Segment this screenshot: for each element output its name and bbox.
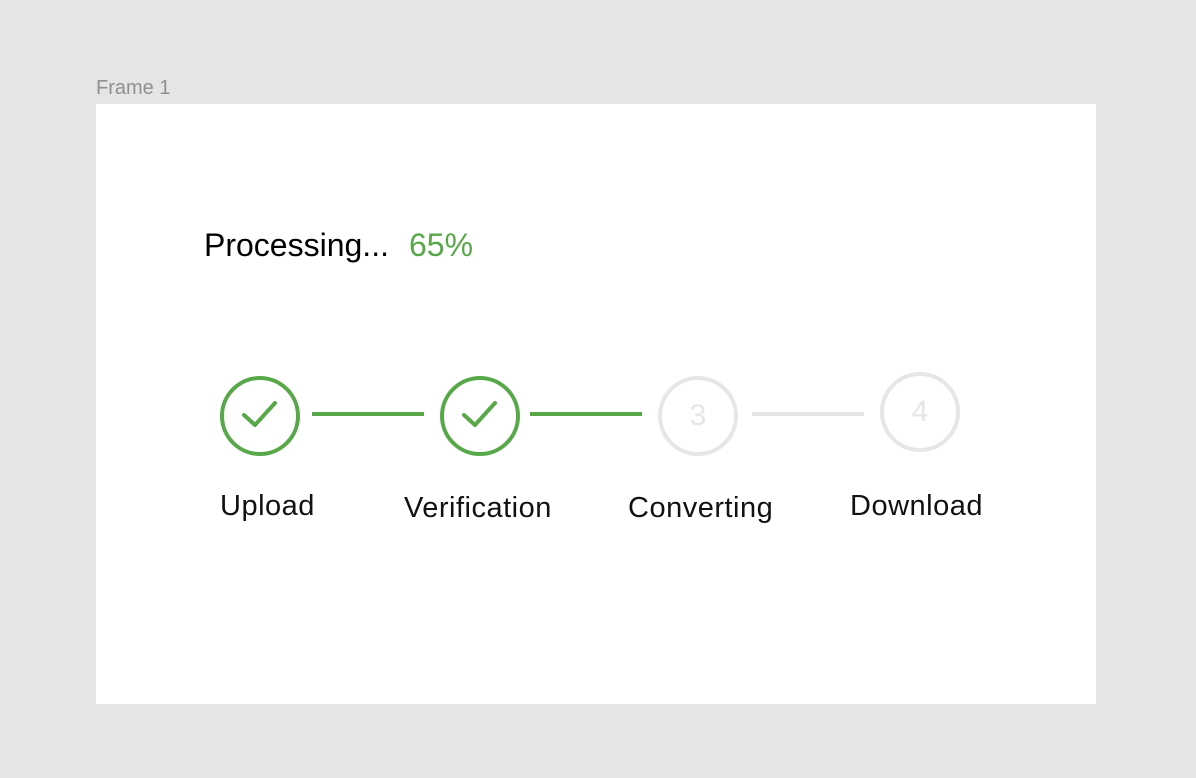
progress-status-text: Processing...	[204, 226, 389, 263]
step-3-number: 3	[689, 399, 707, 432]
step-4-number: 4	[911, 395, 929, 428]
check-icon	[242, 401, 277, 427]
frame: Processing... 65% 3 4 Upload Verificat	[96, 104, 1096, 704]
progress-percent: 65%	[408, 226, 474, 263]
step-label-converting: Converting	[628, 492, 774, 524]
step-connector-3	[752, 412, 864, 416]
step-connector-1	[312, 412, 424, 416]
step-label-download: Download	[850, 490, 983, 522]
step-2-indicator	[440, 376, 520, 456]
step-connector-2	[530, 412, 642, 416]
step-4-indicator: 4	[880, 372, 960, 452]
check-icon	[462, 401, 497, 427]
progress-heading: Processing... 65%	[204, 222, 473, 268]
step-label-upload: Upload	[220, 490, 315, 522]
frame-label[interactable]: Frame 1	[96, 77, 171, 99]
step-3-indicator: 3	[658, 376, 738, 456]
step-1-indicator	[220, 376, 300, 456]
step-label-verification: Verification	[404, 492, 552, 524]
